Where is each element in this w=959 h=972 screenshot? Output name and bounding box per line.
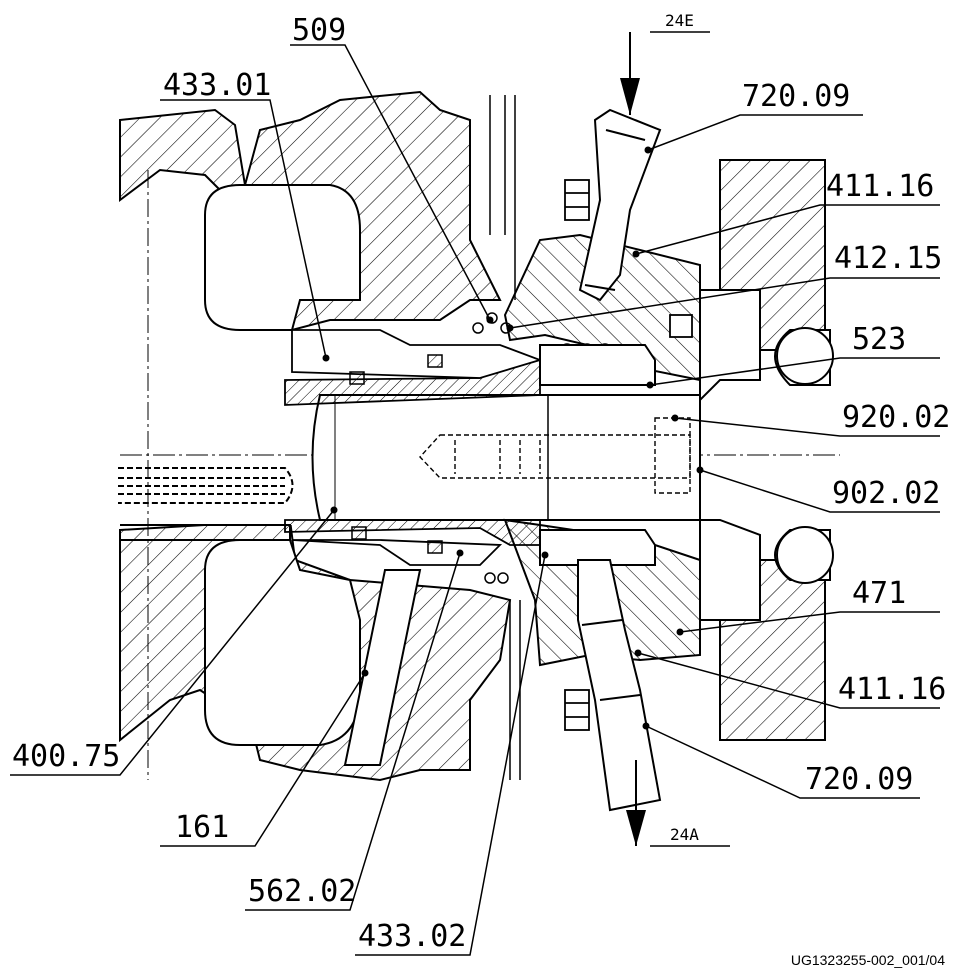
label-400-75: 400.75 [12, 739, 120, 774]
label-433-02: 433.02 [358, 919, 466, 954]
casing-left [118, 90, 512, 782]
label-562-02: 562.02 [248, 874, 356, 909]
leader-dots [322, 146, 704, 730]
bolts [564, 179, 693, 731]
construction-lines [489, 95, 521, 780]
label-920-02: 920.02 [842, 400, 950, 435]
label-412-15: 412.15 [834, 241, 942, 276]
label-509: 509 [292, 13, 346, 48]
flush-pipe-lower [577, 559, 662, 812]
label-24E: 24E [665, 11, 694, 30]
arrow-24E [620, 78, 640, 115]
bearing-housing [699, 159, 834, 741]
label-161: 161 [175, 810, 229, 845]
label-433-01: 433.01 [163, 68, 271, 103]
label-24A: 24A [670, 825, 699, 844]
leader-lines [10, 31, 940, 956]
label-411-16-bottom: 411.16 [838, 672, 946, 707]
label-720-09-top: 720.09 [742, 79, 850, 114]
label-471: 471 [852, 576, 906, 611]
document-id: UG1323255-002_001/04 [790, 952, 945, 968]
label-720-09-bottom: 720.09 [805, 762, 913, 797]
flush-pipe-upper [578, 108, 662, 302]
shaft-sleeve [284, 329, 543, 566]
label-902-02: 902.02 [832, 476, 940, 511]
label-411-16-top: 411.16 [826, 169, 934, 204]
lower-bore [343, 569, 422, 766]
shaft [311, 394, 701, 521]
label-523: 523 [852, 322, 906, 357]
seal-rings-upper [349, 312, 512, 584]
part-labels: 433.01 509 24E 720.09 411.16 412.15 523 … [12, 11, 950, 954]
arrow-24A [626, 810, 646, 846]
